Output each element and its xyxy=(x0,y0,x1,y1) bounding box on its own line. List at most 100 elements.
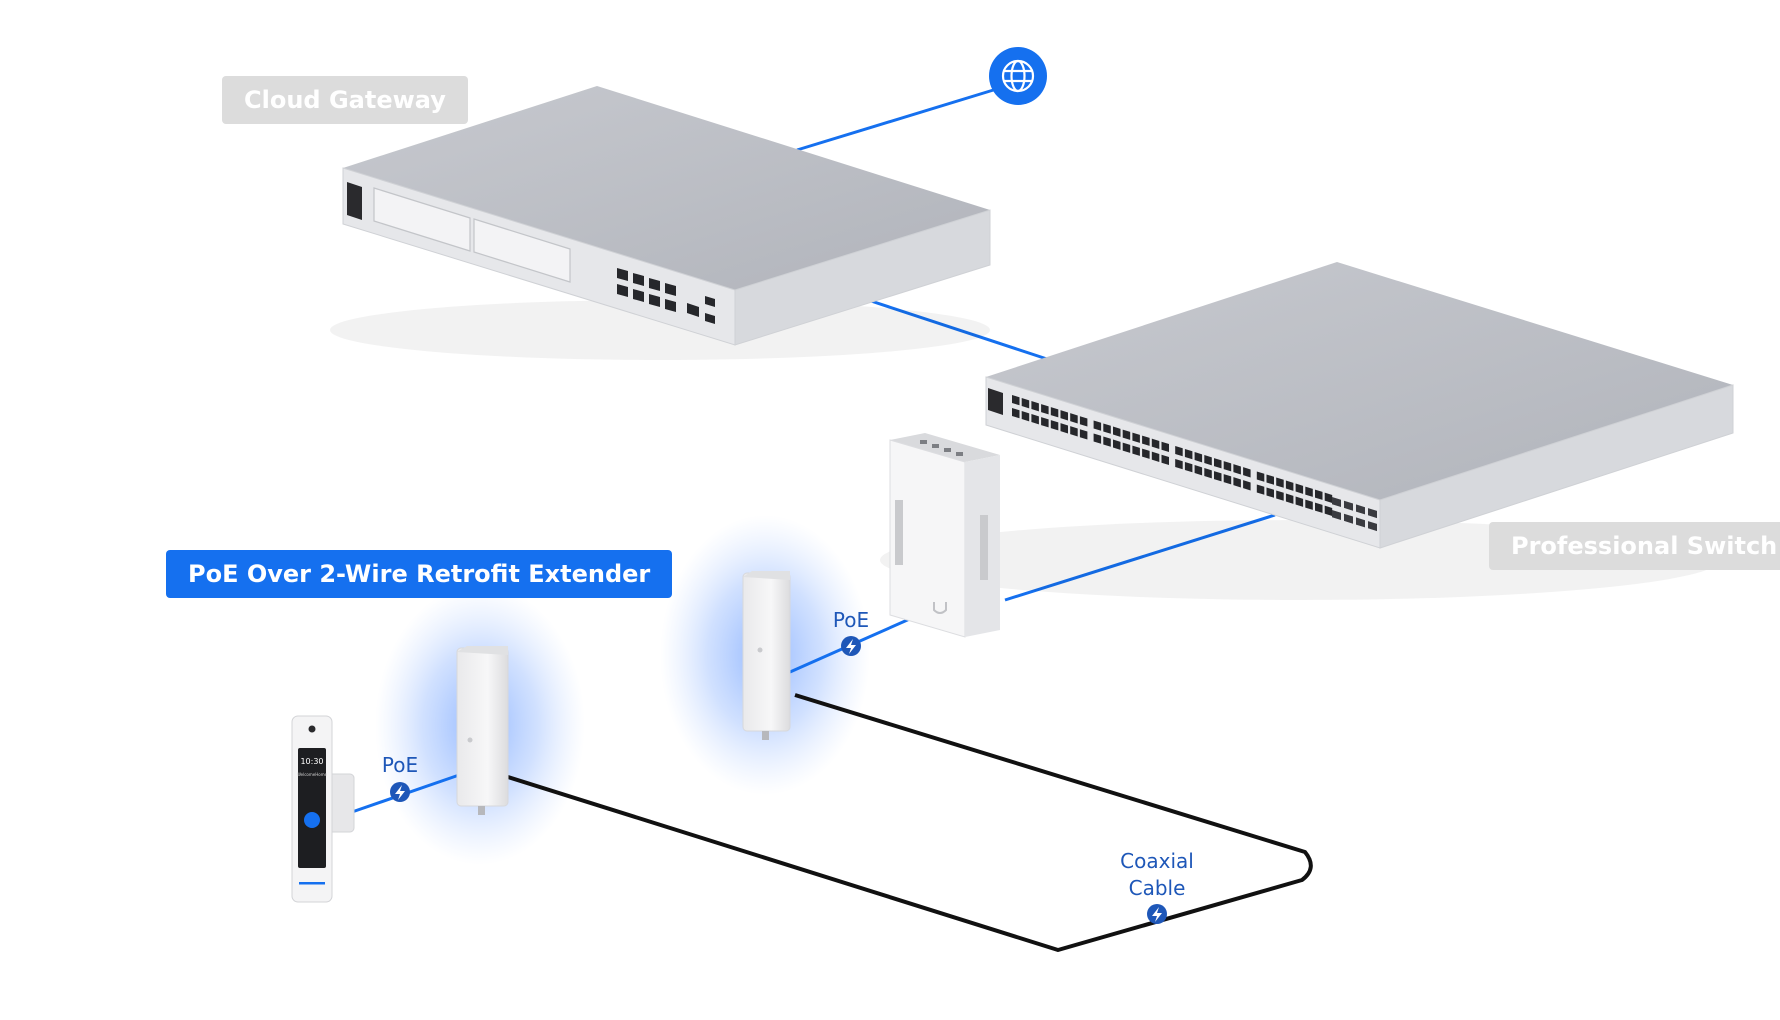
cable-switch-hub xyxy=(1004,513,1276,602)
gateway-ports xyxy=(617,268,715,324)
switch-port xyxy=(1132,432,1140,443)
switch-port xyxy=(1012,395,1020,406)
switch-sfp-port xyxy=(1332,510,1341,520)
switch-sfp-port xyxy=(1368,508,1377,519)
switch-port xyxy=(1305,499,1313,510)
gateway-side-face xyxy=(734,209,991,346)
switch-port xyxy=(1295,496,1304,507)
switch-port xyxy=(1050,407,1059,418)
ubiquiti-u-logo-icon xyxy=(933,602,947,614)
extender-left-led xyxy=(467,737,473,743)
switch-port xyxy=(1093,420,1102,431)
switch-port xyxy=(1050,420,1059,431)
switch-sfp-port xyxy=(1368,521,1377,532)
switch-port xyxy=(1151,451,1160,462)
switch-port xyxy=(1256,484,1265,495)
switch-port xyxy=(1233,464,1241,475)
switch-port xyxy=(1295,483,1304,494)
lightning-bolt-icon xyxy=(395,785,405,800)
extender-right-connector xyxy=(762,731,769,740)
switch-port xyxy=(1324,492,1333,503)
extender-left-connector xyxy=(478,806,485,815)
lightning-bolt-icon xyxy=(846,639,856,654)
extender-right-body xyxy=(742,572,791,732)
switch-port xyxy=(1132,445,1140,456)
switch-port xyxy=(1175,458,1183,470)
switch-port xyxy=(1122,442,1131,453)
poe-badge-left xyxy=(390,782,410,802)
switch-port xyxy=(1184,461,1193,473)
switch-port xyxy=(1243,480,1251,491)
switch-port xyxy=(1214,458,1222,469)
switch-port xyxy=(1021,411,1030,422)
extender-left-device xyxy=(456,646,509,815)
switch-port xyxy=(1142,435,1150,446)
coax-line-1: Coaxial xyxy=(1120,849,1194,873)
switch-port xyxy=(1204,468,1212,479)
lightning-bolt-icon xyxy=(1152,907,1162,922)
switch-port xyxy=(1041,417,1049,428)
switch-port xyxy=(1122,429,1131,440)
switch-port xyxy=(1070,426,1078,437)
switch-sfp-port xyxy=(1332,497,1341,507)
switch-port xyxy=(1315,489,1323,500)
switch-sfp-port xyxy=(1356,517,1365,528)
switch-ports xyxy=(1012,395,1377,532)
cable-gateway-switch xyxy=(867,298,1051,362)
switch-port xyxy=(1266,487,1274,498)
switch-port xyxy=(1113,439,1121,450)
gateway-top-face xyxy=(343,86,990,290)
switch-port xyxy=(1031,401,1039,412)
poe-badge-right xyxy=(841,636,861,656)
extender-label: PoE Over 2-Wire Retrofit Extender xyxy=(166,550,673,598)
switch-port xyxy=(1175,445,1183,457)
intercom-device: 10:30 WelcomeHome xyxy=(291,715,355,903)
ethernet-hub-device xyxy=(889,433,1000,638)
internet-node xyxy=(989,47,1047,105)
extender-left-body xyxy=(456,647,509,807)
switch-port xyxy=(1031,414,1039,425)
switch-port xyxy=(1142,448,1150,459)
extender-right-led xyxy=(757,647,763,653)
extender-right-device xyxy=(742,571,791,740)
intercom-welcome: WelcomeHome xyxy=(297,772,328,777)
professional-switch-label: Professional Switch xyxy=(1489,522,1780,570)
switch-port xyxy=(1233,477,1241,488)
switch-port xyxy=(1079,416,1088,427)
switch-port xyxy=(1194,452,1203,463)
switch-port xyxy=(1243,467,1251,478)
switch-sfp-port xyxy=(1344,500,1353,511)
switch-port xyxy=(1194,465,1203,476)
switch-port xyxy=(1060,410,1068,421)
switch-port xyxy=(1103,436,1111,447)
switch-port xyxy=(1070,413,1078,424)
switch-port xyxy=(1266,474,1274,485)
switch-port xyxy=(1113,426,1121,437)
intercom-camera xyxy=(308,725,316,733)
switch-port xyxy=(1041,404,1049,415)
switch-port xyxy=(1161,441,1169,452)
switch-port xyxy=(1276,490,1284,501)
poe-left-text: PoE xyxy=(381,753,419,777)
globe-icon xyxy=(1001,59,1035,93)
gateway-drive-bay-1 xyxy=(373,187,471,252)
switch-port xyxy=(1012,408,1020,419)
switch-port xyxy=(1151,438,1160,449)
switch-port xyxy=(1060,423,1068,434)
switch-side-face xyxy=(1379,384,1734,549)
poe-right-text: PoE xyxy=(832,608,870,632)
switch-port xyxy=(1305,486,1313,497)
switch-port xyxy=(1285,493,1294,504)
cloud-gateway-device xyxy=(330,86,991,360)
intercom-bottom-line xyxy=(299,882,325,885)
switch-port xyxy=(1256,471,1265,482)
switch-port xyxy=(1204,455,1212,466)
hub-top-face xyxy=(890,433,1000,462)
coax-line-2: Cable xyxy=(1128,876,1186,900)
switch-port xyxy=(1161,454,1169,465)
intercom-screen xyxy=(298,748,326,868)
hub-terminal-strip xyxy=(895,500,988,580)
switch-port xyxy=(1079,429,1088,440)
